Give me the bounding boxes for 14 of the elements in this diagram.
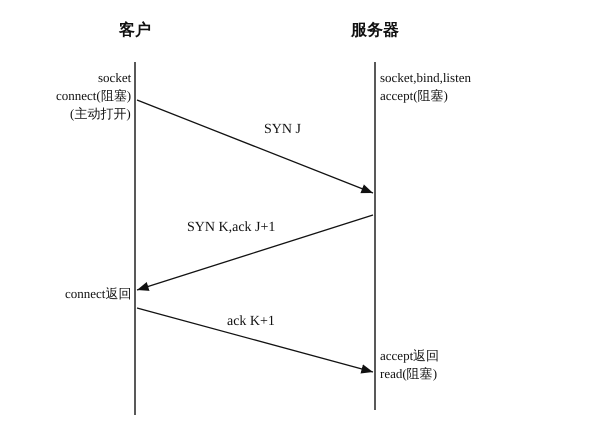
call-note: (主动打开) <box>70 106 131 122</box>
message-arrow <box>136 307 374 374</box>
call-note: accept返回 <box>380 348 440 364</box>
call-note: connect返回 <box>65 286 132 302</box>
participant-heading: 客户 <box>119 20 151 41</box>
call-note: connect(阻塞) <box>56 88 132 104</box>
message-arrow <box>136 99 374 194</box>
call-note: accept(阻塞) <box>380 88 448 104</box>
call-note: socket,bind,listen <box>380 70 471 86</box>
call-note: socket <box>98 70 132 86</box>
edge-label: SYN K,ack J+1 <box>185 220 278 236</box>
call-note: read(阻塞) <box>380 366 438 382</box>
participant-heading: 服务器 <box>351 20 399 41</box>
message-arrow <box>136 214 374 291</box>
